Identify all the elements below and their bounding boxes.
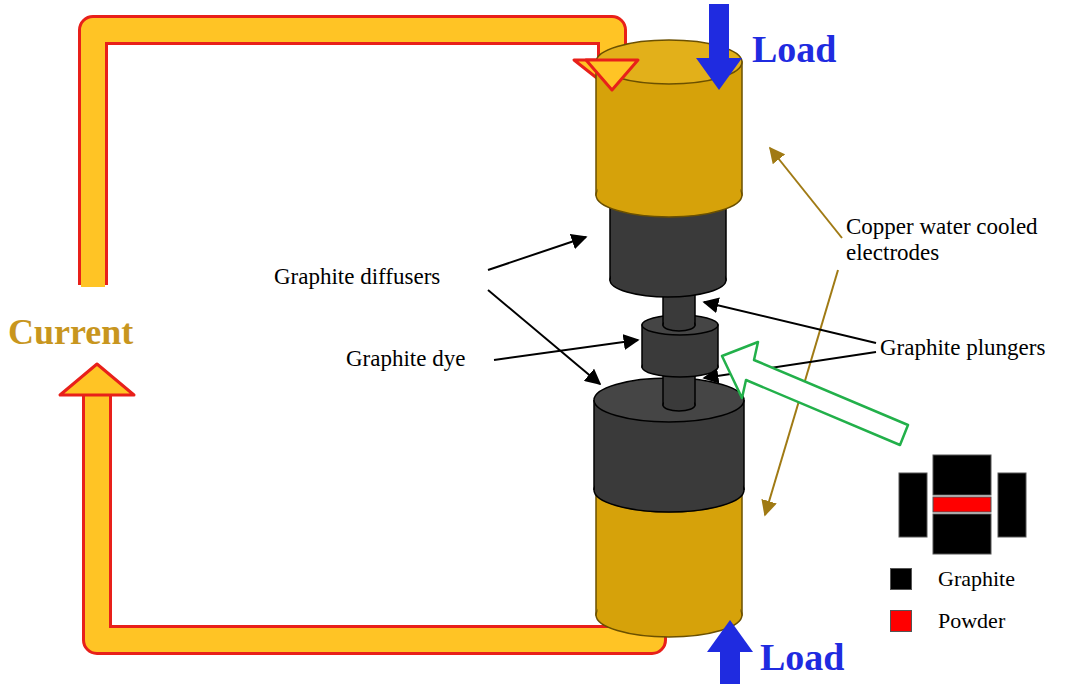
part-label: Copper water cooled electrodes bbox=[846, 214, 1078, 267]
leader-line bbox=[704, 302, 876, 343]
inset-die-wall bbox=[899, 473, 927, 537]
inset-plunger bbox=[933, 514, 991, 554]
legend-swatch bbox=[890, 568, 912, 590]
inset-die-wall bbox=[998, 473, 1026, 537]
current-label: Current bbox=[8, 312, 133, 353]
part-label: Graphite plungers bbox=[880, 335, 1045, 361]
leader-line bbox=[494, 340, 638, 360]
inset-plunger bbox=[933, 455, 991, 495]
legend-text: Graphite bbox=[938, 566, 1015, 592]
graphite-die bbox=[642, 315, 718, 377]
current-band bbox=[97, 393, 652, 640]
die-cross-section bbox=[899, 455, 1026, 554]
current-arrowhead bbox=[586, 60, 638, 90]
inset-powder bbox=[933, 497, 991, 512]
leader-lines bbox=[488, 148, 876, 515]
load-head bbox=[707, 620, 753, 652]
load-shaft bbox=[709, 4, 729, 60]
current-arrow bbox=[60, 30, 652, 640]
lower-diffuser bbox=[594, 378, 744, 512]
load-label: Load bbox=[760, 636, 844, 680]
current-arrowhead bbox=[60, 364, 134, 395]
load-shaft bbox=[720, 650, 740, 684]
leader-line bbox=[770, 148, 842, 238]
current-band bbox=[93, 30, 612, 287]
load-label: Load bbox=[752, 28, 836, 72]
leader-line bbox=[488, 290, 600, 384]
load-arrow bbox=[696, 4, 753, 684]
leader-line bbox=[488, 237, 586, 270]
legend-swatch bbox=[890, 610, 912, 632]
die-top bbox=[642, 315, 718, 335]
load-head bbox=[696, 58, 742, 90]
current-band bbox=[93, 30, 612, 285]
current-band bbox=[97, 391, 652, 640]
part-label: Graphite diffusers bbox=[274, 264, 440, 290]
part-label: Graphite dye bbox=[346, 346, 465, 372]
legend-text: Powder bbox=[938, 608, 1005, 634]
